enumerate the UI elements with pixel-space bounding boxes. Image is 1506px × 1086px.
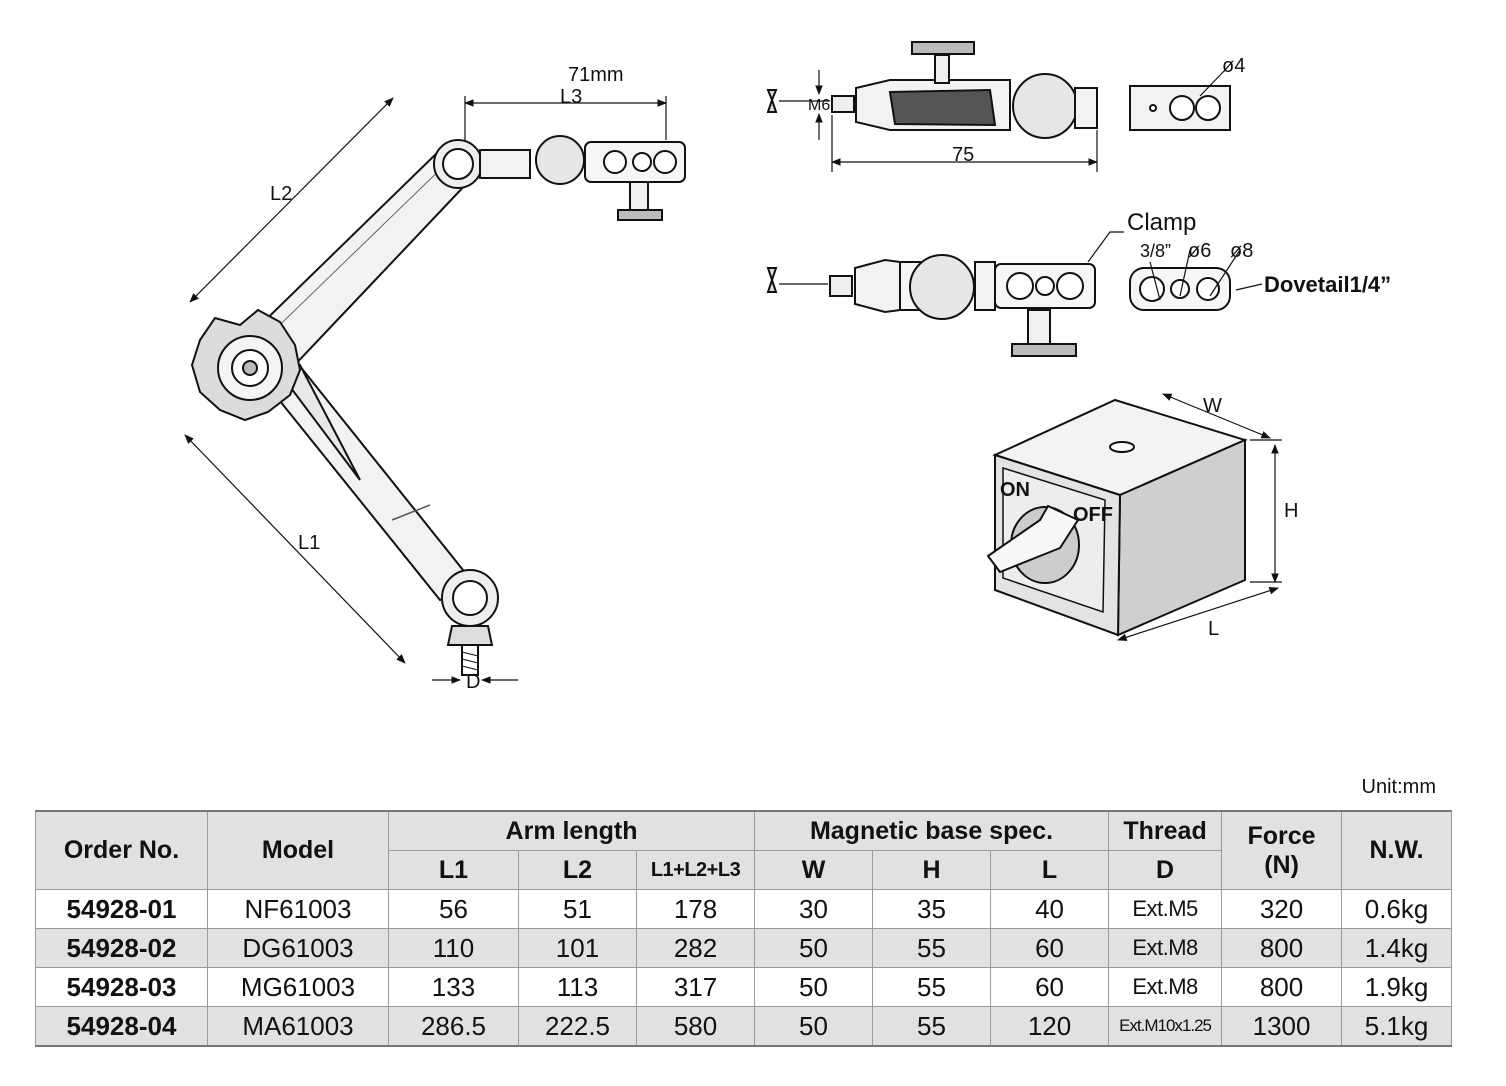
cell-force: 320 [1221,889,1343,929]
cell-model: NF61003 [207,889,389,929]
cell-w: 30 [754,889,874,929]
cell-w: 50 [754,1006,874,1047]
l2-label: L2 [270,183,292,205]
cell-order: 54928-01 [35,889,208,929]
unit-label: Unit:mm [1361,776,1436,798]
cell-sum: 282 [635,928,756,968]
cell-force: 800 [1221,928,1343,968]
h-label: H [1284,500,1298,522]
cell-sum: 317 [635,967,756,1007]
header-force-label: Force [1247,821,1316,850]
cell-l1: 110 [388,928,519,968]
cell-l2: 113 [518,967,637,1007]
header-arm-length: Arm length [387,810,756,851]
dia-8-label: ø8 [1230,240,1253,262]
header-force-unit: (N) [1264,850,1299,879]
holder-side-view [766,41,1231,139]
cell-order: 54928-04 [35,1006,208,1047]
clamp-view [766,254,1231,357]
l3-label: L3 [560,86,582,108]
cell-sum: 178 [635,889,756,929]
dia-6-label: ø6 [1188,240,1211,262]
header-l2: L2 [518,850,637,890]
header-order-no: Order No. [35,810,208,890]
spec-table: Order No. Model Arm length Magnetic base… [35,810,1453,1047]
header-force: Force (N) [1221,810,1343,890]
m6-label: M6 [808,97,830,114]
cell-h: 55 [872,967,992,1007]
cell-nw: 0.6kg [1341,889,1453,929]
technical-drawing: 71mm L3 L2 L1 D M6 75 ø4 [184,41,1391,693]
table-row: 54928-04 MA61003 286.5 222.5 580 50 55 1… [35,1006,1453,1047]
header-nw: N.W. [1341,810,1453,890]
header-h: H [872,850,992,890]
cell-w: 50 [754,967,874,1007]
l1-label: L1 [298,532,320,554]
d-label: D [466,671,480,693]
cell-model: MG61003 [207,967,389,1007]
table-row: 54928-03 MG61003 133 113 317 50 55 60 Ex… [35,967,1453,1007]
table-row: 54928-02 DG61003 110 101 282 50 55 60 Ex… [35,928,1453,968]
cell-l2: 101 [518,928,637,968]
cell-h: 55 [872,928,992,968]
cell-l1: 286.5 [388,1006,519,1047]
cell-l2: 51 [518,889,637,929]
cell-h: 55 [872,1006,992,1047]
header-thread: Thread [1108,810,1223,851]
cell-force: 1300 [1221,1006,1343,1047]
length-75-label: 75 [952,144,974,166]
header-l1: L1 [388,850,519,890]
cell-thread: Ext.M10x1.25 [1108,1006,1223,1047]
cell-h: 35 [872,889,992,929]
cell-l1: 133 [388,967,519,1007]
cell-w: 50 [754,928,874,968]
cell-l: 40 [990,889,1110,929]
cell-nw: 5.1kg [1341,1006,1453,1047]
header-l-sum: L1+L2+L3 [635,850,756,890]
cell-l: 120 [990,1006,1110,1047]
cell-model: DG61003 [207,928,389,968]
cell-thread: Ext.M8 [1108,928,1223,968]
dia-4-label: ø4 [1222,55,1245,77]
off-label: OFF [1073,504,1113,526]
header-l: L [990,850,1110,890]
size-38-label: 3/8” [1140,241,1171,261]
cell-nw: 1.4kg [1341,928,1453,968]
cell-thread: Ext.M8 [1108,967,1223,1007]
cell-l1: 56 [388,889,519,929]
w-label: W [1203,395,1222,417]
cell-model: MA61003 [207,1006,389,1047]
cell-l: 60 [990,928,1110,968]
cell-order: 54928-02 [35,928,208,968]
cell-thread: Ext.M5 [1108,889,1223,929]
cell-l2: 222.5 [518,1006,637,1047]
header-model: Model [207,810,389,890]
arm-dimensions [184,96,667,684]
magnetic-base [986,398,1248,637]
header-w: W [754,850,874,890]
arm-assembly [190,135,686,676]
cell-l: 60 [990,967,1110,1007]
l-label: L [1208,618,1219,640]
arm-length-label: 71mm [568,64,624,86]
table-row: 54928-01 NF61003 56 51 178 30 35 40 Ext.… [35,889,1453,929]
cell-sum: 580 [635,1006,756,1047]
header-thread-d: D [1108,850,1223,890]
on-label: ON [1000,479,1030,501]
cell-nw: 1.9kg [1341,967,1453,1007]
cell-order: 54928-03 [35,967,208,1007]
header-magnetic-base: Magnetic base spec. [754,810,1110,851]
cell-force: 800 [1221,967,1343,1007]
dovetail-label: Dovetail1/4” [1264,272,1391,297]
clamp-label: Clamp [1127,209,1196,236]
